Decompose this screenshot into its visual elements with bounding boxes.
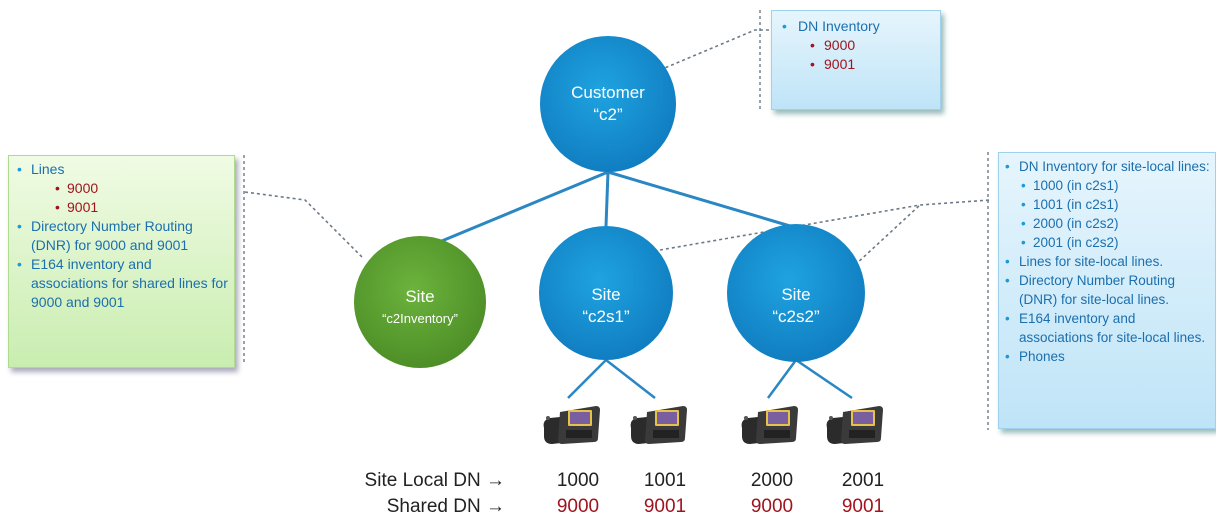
lines-text: Lines for site-local lines. (1019, 254, 1164, 269)
site-local-dn-value: 1000 (556, 470, 600, 491)
shared-dn-value: 9000 (556, 496, 600, 517)
bullet-icon: • (1021, 178, 1026, 193)
dn-entry: • 2001 (in c2s2) (1003, 233, 1211, 252)
site-c2s1-node-label: Site “c2s1” (546, 284, 666, 328)
e164-text: E164 inventory and associations for shar… (31, 256, 228, 310)
bullet-icon: • (1021, 197, 1026, 212)
callout-customer (659, 29, 771, 71)
site-local-dn-value: 2000 (750, 470, 794, 491)
lines-title: Lines (31, 161, 65, 177)
site-c2s2-id: “c2s2” (772, 307, 820, 326)
customer-node-label: Customer “c2” (548, 82, 668, 126)
customer-id: “c2” (593, 105, 623, 124)
line-value: 9000 (67, 180, 99, 196)
dn-entry-value: 1000 (in c2s1) (1033, 178, 1119, 193)
dn-inventory-item: • DN Inventory (780, 17, 932, 36)
routing-item: • Directory Number Routing (DNR) for sit… (1003, 271, 1211, 309)
bullet-icon: • (1021, 235, 1026, 250)
e164-item: • E164 inventory and associations for si… (1003, 309, 1211, 347)
dn-entry: • 1000 (in c2s1) (1003, 176, 1211, 195)
shared-dn-value: 9001 (643, 496, 687, 517)
bullet-icon: • (1005, 349, 1010, 364)
bullet-icon: • (782, 18, 787, 34)
routing-text: Directory Number Routing (DNR) for 9000 … (31, 218, 193, 253)
site-inventory-id: “c2Inventory” (382, 311, 458, 326)
bullet-icon: • (17, 161, 22, 177)
callout-site-inventory (244, 191, 364, 259)
bullet-icon: • (17, 256, 22, 272)
dn-entry-value: 2001 (in c2s2) (1033, 235, 1119, 250)
bullet-icon: • (17, 218, 22, 234)
site-local-dn-value: 2001 (841, 470, 885, 491)
bullet-icon: • (1005, 159, 1010, 174)
lines-item: • Lines (15, 160, 228, 179)
bullet-icon: • (55, 180, 60, 196)
phones-text: Phones (1019, 349, 1065, 364)
ip-phone-icon (823, 398, 885, 453)
line-value: 9001 (67, 199, 99, 215)
site-c2s2-type: Site (781, 285, 811, 304)
site-local-dn-value: 1001 (643, 470, 687, 491)
edge-customer-site-inventory (419, 170, 609, 252)
site-inventory-node-label: Site “c2Inventory” (355, 286, 485, 330)
dn-inventory-text: DN Inventory for site-local lines: (1019, 159, 1210, 174)
bullet-icon: • (1021, 216, 1026, 231)
phones-item: • Phones (1003, 347, 1211, 366)
edge-c2s1-phone2 (605, 359, 656, 399)
site-inventory-box: • Lines • 9000 • 9001 • Directory Number… (8, 155, 235, 368)
dn-inventory-value: 9000 (824, 37, 856, 53)
customer-node[interactable] (540, 36, 676, 172)
edge-c2s2-phone3 (766, 359, 798, 399)
bullet-icon: • (810, 56, 815, 72)
lines-item: • Lines for site-local lines. (1003, 252, 1211, 271)
line-entry: • 9000 (15, 179, 228, 198)
dn-entry: • 1001 (in c2s1) (1003, 195, 1211, 214)
dn-entry: • 2000 (in c2s2) (1003, 214, 1211, 233)
bullet-icon: • (55, 199, 60, 215)
shared-dn-value: 9001 (841, 496, 885, 517)
bullet-icon: • (1005, 273, 1010, 288)
site-c2s1-type: Site (591, 285, 621, 304)
dn-inventory-entry: • 9000 (780, 36, 932, 55)
site-c2s2-node-label: Site “c2s2” (736, 284, 856, 328)
e164-item: • E164 inventory and associations for sh… (15, 255, 228, 312)
site-local-dn-label: Site Local DN → (364, 470, 505, 491)
bullet-icon: • (810, 37, 815, 53)
site-inventory-type: Site (405, 287, 435, 306)
site-inventory-node[interactable] (354, 236, 486, 368)
dn-inventory-entry: • 9001 (780, 55, 932, 74)
edge-c2s2-phone4 (795, 358, 853, 400)
site-c2s1-id: “c2s1” (582, 307, 630, 326)
edge-customer-c2s1 (604, 171, 610, 227)
routing-item: • Directory Number Routing (DNR) for 900… (15, 217, 228, 255)
dn-inventory-item: • DN Inventory for site-local lines: (1003, 157, 1211, 176)
shared-dn-label: Shared DN → (386, 496, 505, 517)
ip-phone-icon (540, 398, 602, 453)
dn-entry-value: 1001 (in c2s1) (1033, 197, 1119, 212)
site-c2s1-node[interactable] (539, 226, 673, 360)
dn-inventory-value: 9001 (824, 56, 856, 72)
shared-dn-value: 9000 (750, 496, 794, 517)
line-entry: • 9001 (15, 198, 228, 217)
site-local-box: • DN Inventory for site-local lines: • 1… (998, 152, 1216, 429)
routing-text: Directory Number Routing (DNR) for site-… (1019, 273, 1176, 307)
site-c2s2-node[interactable] (727, 224, 865, 362)
customer-dn-inventory-box: • DN Inventory • 9000 • 9001 (771, 10, 941, 110)
edge-customer-c2s2 (607, 170, 791, 228)
bullet-icon: • (1005, 254, 1010, 269)
bullet-icon: • (1005, 311, 1010, 326)
dn-inventory-title: DN Inventory (798, 18, 880, 34)
dn-entry-value: 2000 (in c2s2) (1033, 216, 1119, 231)
ip-phone-icon (627, 398, 689, 453)
ip-phone-icon (738, 398, 800, 453)
edge-c2s1-phone1 (567, 359, 607, 399)
e164-text: E164 inventory and associations for site… (1019, 311, 1206, 345)
customer-name: Customer (571, 83, 645, 102)
callout-site-local-2 (854, 204, 921, 266)
